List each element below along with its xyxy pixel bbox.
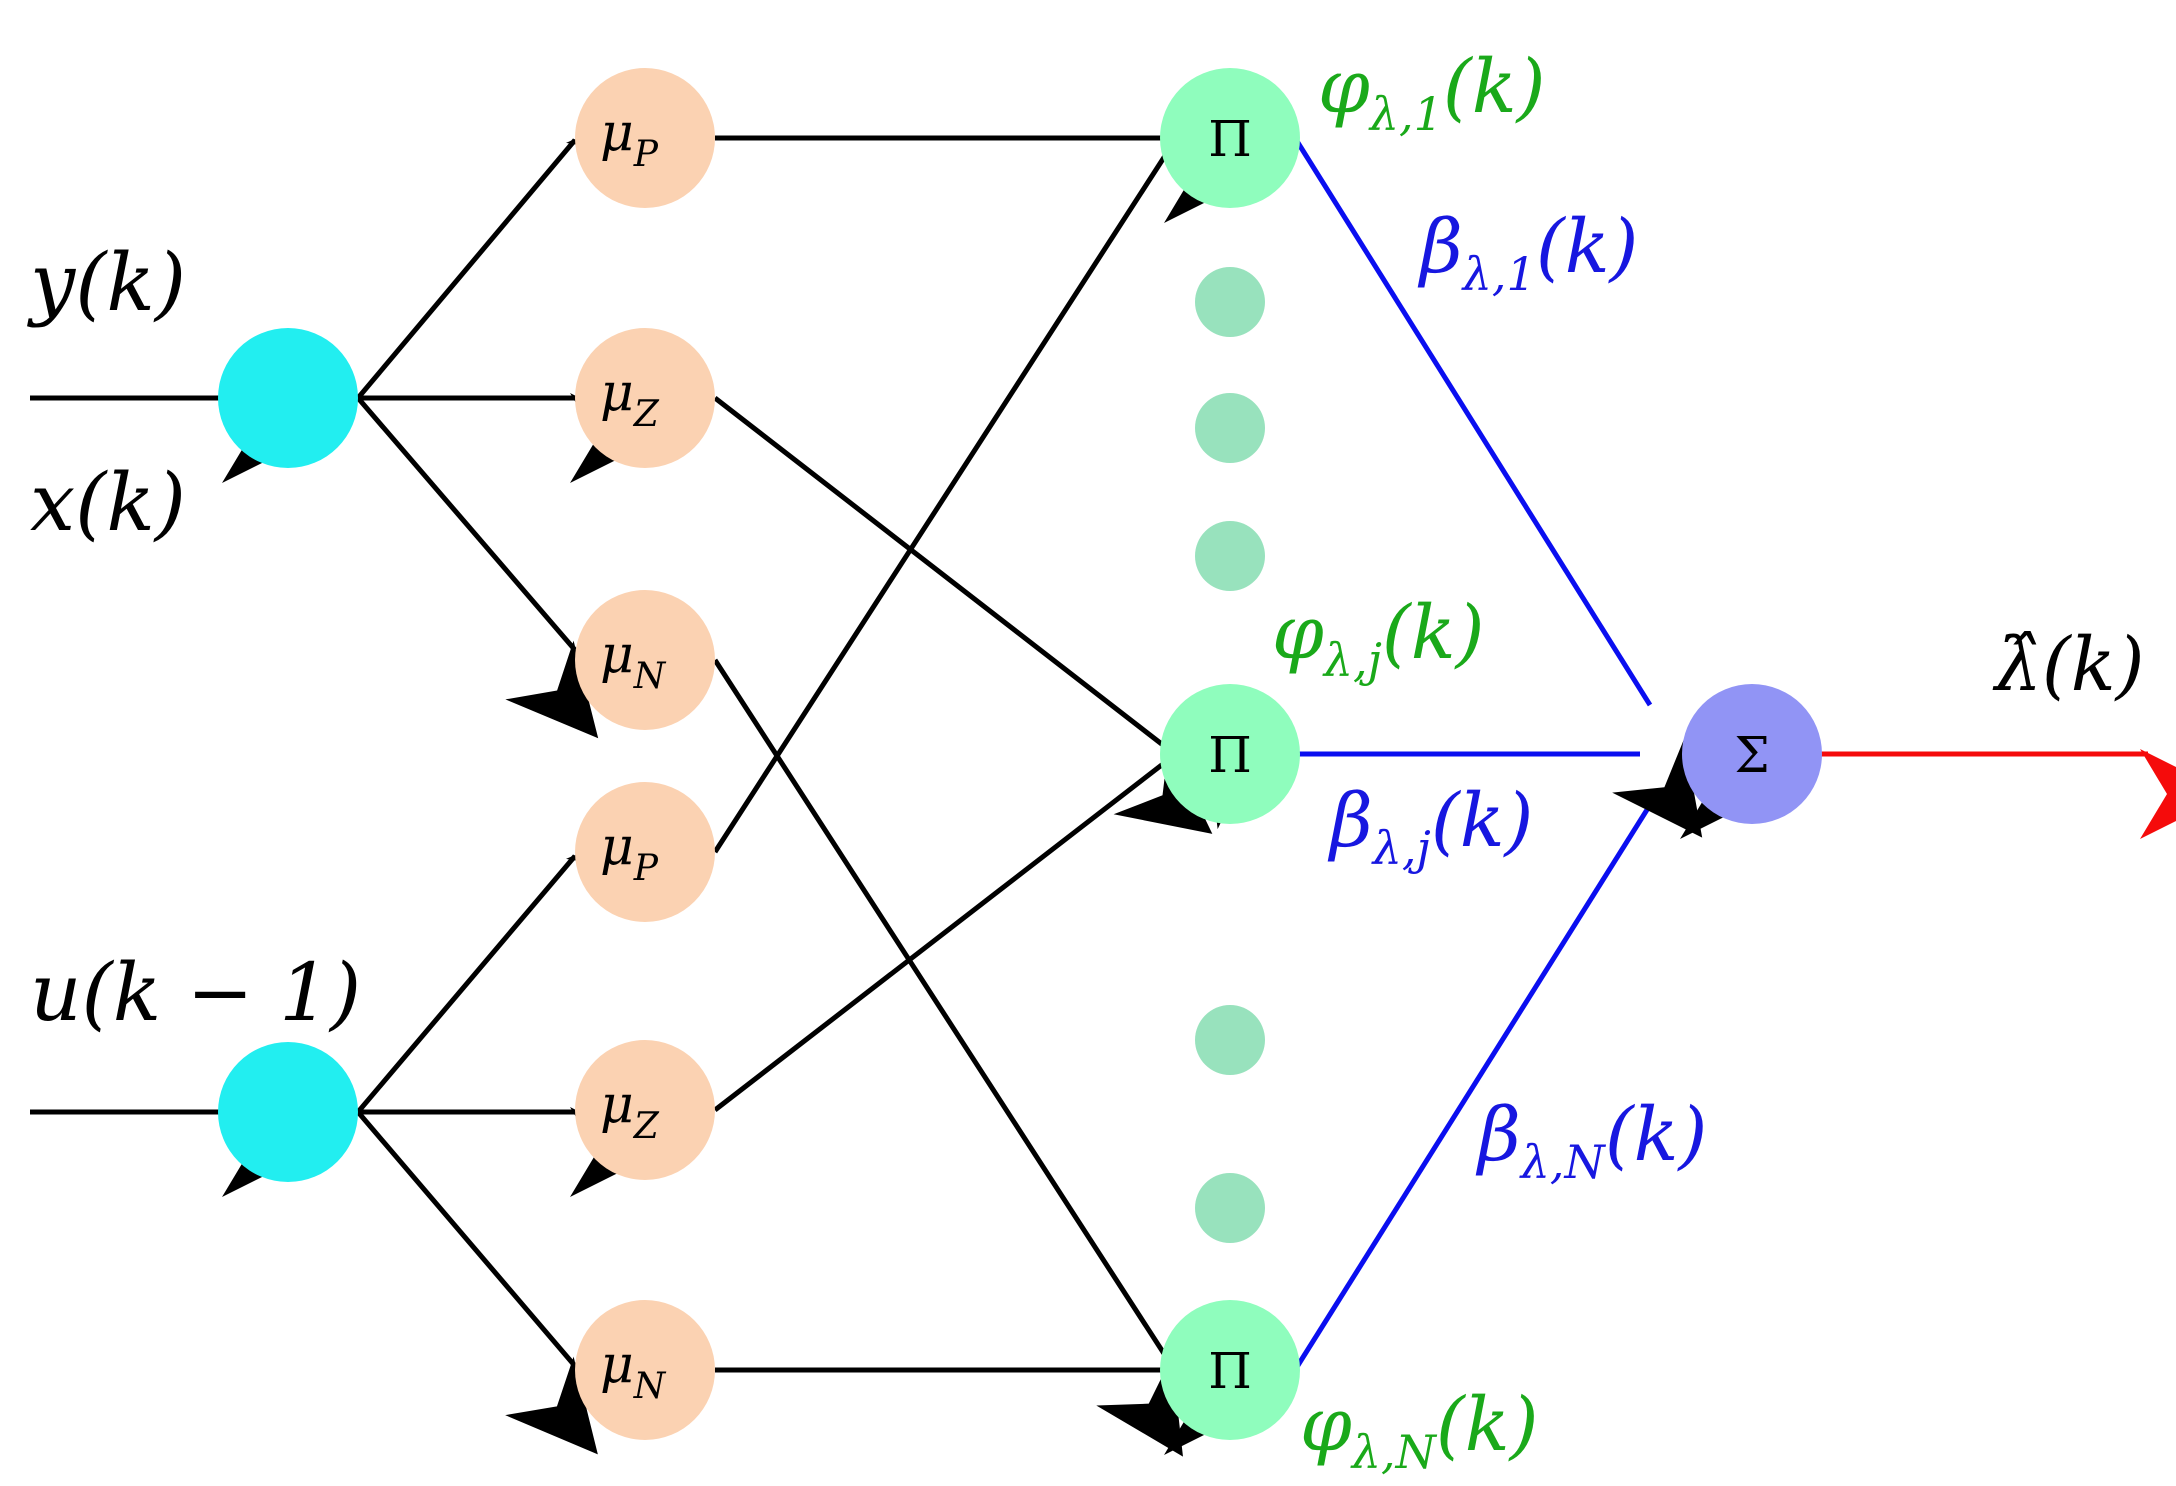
membership-node-bottom-P <box>575 782 715 922</box>
membership-node-top-P <box>575 68 715 208</box>
input-label-x: x(k) <box>30 456 186 549</box>
rule-symbols: Π Π Π <box>1208 110 1252 1400</box>
rule-node-N <box>1160 1300 1300 1440</box>
ellipsis-dot <box>1195 267 1265 337</box>
firing-label-j: φλ,j(k) <box>1272 590 1484 687</box>
edge-rule1-sum <box>1292 136 1653 707</box>
edge-in2-muN <box>356 1110 598 1455</box>
membership-label: μP <box>600 103 659 175</box>
rule-node-j <box>1160 684 1300 824</box>
membership-edges <box>712 97 1262 1457</box>
sum-node <box>1682 684 1822 824</box>
firing-label-1: φλ,1(k) <box>1318 44 1545 141</box>
weight-label-N: βλ,N(k) <box>1475 1092 1707 1189</box>
output-label: λ̂(k) <box>1992 622 2144 708</box>
weight-labels: βλ,1(k) βλ,j(k) βλ,N(k) <box>1327 204 1707 1189</box>
weight-label-j: βλ,j(k) <box>1327 778 1533 875</box>
membership-labels: μP μZ μN μP μZ μN <box>600 103 667 1407</box>
membership-label: μZ <box>600 1075 660 1147</box>
edge-muP-bottom-rule1 <box>712 97 1251 854</box>
rule-symbol: Π <box>1208 110 1252 168</box>
edge-in2-muP <box>356 819 659 1114</box>
ellipsis-dots <box>1195 267 1265 1243</box>
membership-label: μN <box>600 625 667 697</box>
input-edges <box>30 102 660 1455</box>
membership-node-top-Z <box>575 328 715 468</box>
edge-in1-muN <box>356 396 599 739</box>
input-node-bottom <box>218 1042 358 1182</box>
membership-node-bottom-Z <box>575 1040 715 1180</box>
membership-node-top-N <box>575 590 715 730</box>
firing-label-N: φλ,N(k) <box>1300 1382 1538 1479</box>
rule-symbol: Π <box>1208 726 1252 784</box>
edge-ruleN-sum <box>1292 803 1653 1372</box>
membership-label: μZ <box>600 363 660 435</box>
firing-labels: φλ,1(k) φλ,j(k) φλ,N(k) <box>1272 44 1545 1479</box>
ellipsis-dot <box>1195 1005 1265 1075</box>
rule-node-1 <box>1160 68 1300 208</box>
input-label-y: y(k) <box>27 236 186 329</box>
edge-muN-top-ruleN <box>712 658 1183 1457</box>
weight-edges <box>1292 136 1653 1372</box>
rule-symbol: Π <box>1208 1342 1252 1400</box>
edge-muZ-top-ruleJ <box>713 396 1213 834</box>
membership-nodes-top <box>575 68 715 730</box>
ellipsis-dot <box>1195 521 1265 591</box>
sum-symbol: Σ <box>1734 726 1769 784</box>
weight-label-1: βλ,1(k) <box>1417 204 1638 301</box>
ellipsis-dot <box>1195 393 1265 463</box>
membership-label: μN <box>600 1335 667 1407</box>
membership-nodes-bottom <box>575 782 715 1440</box>
membership-label: μP <box>600 817 659 889</box>
edge-in1-muP <box>356 102 659 400</box>
membership-node-bottom-N <box>575 1300 715 1440</box>
input-node-top <box>218 328 358 468</box>
ellipsis-dot <box>1195 1173 1265 1243</box>
input-label-u: u(k − 1) <box>30 946 361 1039</box>
edge-muZ-bottom-ruleJ <box>713 738 1262 1112</box>
